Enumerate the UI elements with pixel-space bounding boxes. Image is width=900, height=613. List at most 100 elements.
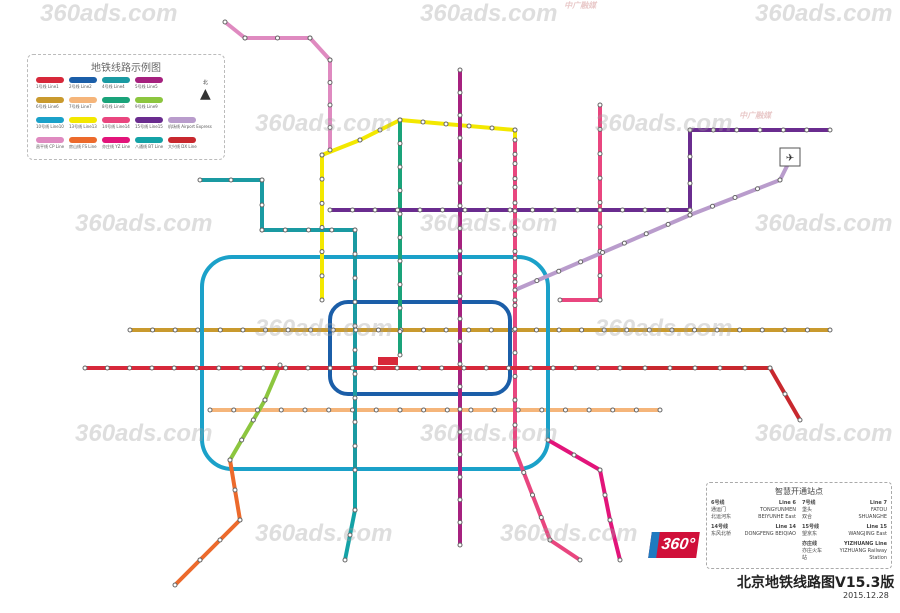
station-dot[interactable] bbox=[457, 67, 463, 73]
station-dot[interactable] bbox=[782, 391, 788, 397]
station-dot[interactable] bbox=[734, 127, 740, 133]
station-dot[interactable] bbox=[443, 121, 449, 127]
station-dot[interactable] bbox=[357, 137, 363, 143]
station-dot[interactable] bbox=[259, 177, 265, 183]
station-dot[interactable] bbox=[759, 327, 765, 333]
station-dot[interactable] bbox=[172, 582, 178, 588]
station-dot[interactable] bbox=[375, 327, 381, 333]
station-dot[interactable] bbox=[485, 207, 490, 213]
station-dot[interactable] bbox=[255, 407, 260, 413]
station-dot[interactable] bbox=[512, 248, 518, 254]
station-dot[interactable] bbox=[512, 447, 518, 453]
station-dot[interactable] bbox=[457, 474, 463, 480]
station-dot[interactable] bbox=[352, 443, 358, 449]
line-2[interactable] bbox=[328, 300, 512, 396]
station-dot[interactable] bbox=[150, 327, 156, 333]
station-dot[interactable] bbox=[512, 184, 518, 190]
station-dot[interactable] bbox=[242, 35, 248, 41]
station-dot[interactable] bbox=[457, 361, 463, 367]
station-dot[interactable] bbox=[319, 225, 325, 230]
station-dot[interactable] bbox=[797, 417, 803, 423]
station-dot[interactable] bbox=[468, 407, 474, 413]
station-dot[interactable] bbox=[397, 235, 403, 240]
station-dot[interactable] bbox=[521, 470, 527, 475]
station-dot[interactable] bbox=[305, 365, 311, 371]
station-dot[interactable] bbox=[352, 419, 358, 425]
station-dot[interactable] bbox=[262, 327, 268, 333]
station-dot[interactable] bbox=[804, 127, 810, 133]
station-dot[interactable] bbox=[597, 200, 603, 205]
station-dot[interactable] bbox=[259, 227, 265, 233]
station-dot[interactable] bbox=[394, 365, 400, 371]
station-dot[interactable] bbox=[397, 282, 403, 287]
station-dot[interactable] bbox=[207, 407, 213, 413]
station-dot[interactable] bbox=[692, 365, 698, 371]
station-dot[interactable] bbox=[528, 365, 534, 371]
station-dot[interactable] bbox=[710, 127, 716, 133]
station-dot[interactable] bbox=[717, 365, 723, 371]
station-dot[interactable] bbox=[804, 327, 810, 333]
station-dot[interactable] bbox=[512, 224, 518, 230]
station-dot[interactable] bbox=[466, 327, 472, 333]
station-dot[interactable] bbox=[457, 90, 463, 96]
station-dot[interactable] bbox=[597, 467, 603, 473]
station-dot[interactable] bbox=[457, 112, 463, 118]
station-dot[interactable] bbox=[217, 327, 223, 333]
station-dot[interactable] bbox=[350, 207, 355, 213]
station-dot[interactable] bbox=[352, 275, 358, 281]
station-dot[interactable] bbox=[557, 297, 563, 303]
station-dot[interactable] bbox=[757, 127, 763, 133]
station-dot[interactable] bbox=[259, 202, 265, 208]
station-dot[interactable] bbox=[352, 347, 358, 353]
station-dot[interactable] bbox=[597, 175, 603, 181]
station-dot[interactable] bbox=[238, 365, 244, 371]
station-dot[interactable] bbox=[562, 407, 568, 413]
station-dot[interactable] bbox=[457, 429, 463, 435]
station-dot[interactable] bbox=[530, 207, 535, 213]
station-dot[interactable] bbox=[512, 176, 518, 182]
station-dot[interactable] bbox=[395, 207, 400, 213]
station-dot[interactable] bbox=[642, 365, 648, 371]
station-dot[interactable] bbox=[586, 407, 592, 413]
station-dot[interactable] bbox=[462, 207, 468, 213]
station-dot[interactable] bbox=[597, 126, 603, 132]
station-dot[interactable] bbox=[352, 251, 358, 257]
station-dot[interactable] bbox=[539, 407, 545, 413]
station-dot[interactable] bbox=[319, 297, 325, 303]
station-dot[interactable] bbox=[597, 207, 603, 213]
station-dot[interactable] bbox=[319, 152, 325, 158]
station-dot[interactable] bbox=[780, 127, 786, 133]
station-dot[interactable] bbox=[512, 279, 518, 285]
station-dot[interactable] bbox=[457, 248, 463, 254]
station-dot[interactable] bbox=[515, 407, 521, 413]
station-dot[interactable] bbox=[642, 207, 648, 213]
line-10[interactable] bbox=[200, 255, 550, 471]
station-dot[interactable] bbox=[260, 365, 266, 371]
station-dot[interactable] bbox=[512, 273, 518, 279]
station-dot[interactable] bbox=[330, 327, 336, 333]
station-dot[interactable] bbox=[777, 177, 783, 183]
station-dot[interactable] bbox=[352, 227, 358, 233]
station-dot[interactable] bbox=[250, 417, 256, 423]
station-dot[interactable] bbox=[240, 327, 246, 333]
station-dot[interactable] bbox=[352, 395, 358, 401]
station-dot[interactable] bbox=[512, 373, 518, 379]
station-dot[interactable] bbox=[457, 293, 463, 299]
station-dot[interactable] bbox=[550, 365, 556, 371]
station-dot[interactable] bbox=[506, 365, 512, 371]
station-dot[interactable] bbox=[193, 365, 199, 371]
station-dot[interactable] bbox=[127, 327, 133, 333]
station-dot[interactable] bbox=[171, 365, 177, 371]
station-dot[interactable] bbox=[579, 327, 585, 333]
station-dot[interactable] bbox=[352, 299, 358, 305]
station-dot[interactable] bbox=[439, 365, 445, 371]
station-dot[interactable] bbox=[457, 384, 463, 390]
station-dot[interactable] bbox=[227, 457, 233, 463]
station-dot[interactable] bbox=[416, 365, 422, 371]
station-dot[interactable] bbox=[417, 207, 423, 213]
station-dot[interactable] bbox=[457, 271, 463, 277]
station-dot[interactable] bbox=[197, 177, 203, 183]
station-dot[interactable] bbox=[373, 407, 379, 413]
station-dot[interactable] bbox=[397, 258, 403, 264]
station-dot[interactable] bbox=[457, 316, 463, 322]
